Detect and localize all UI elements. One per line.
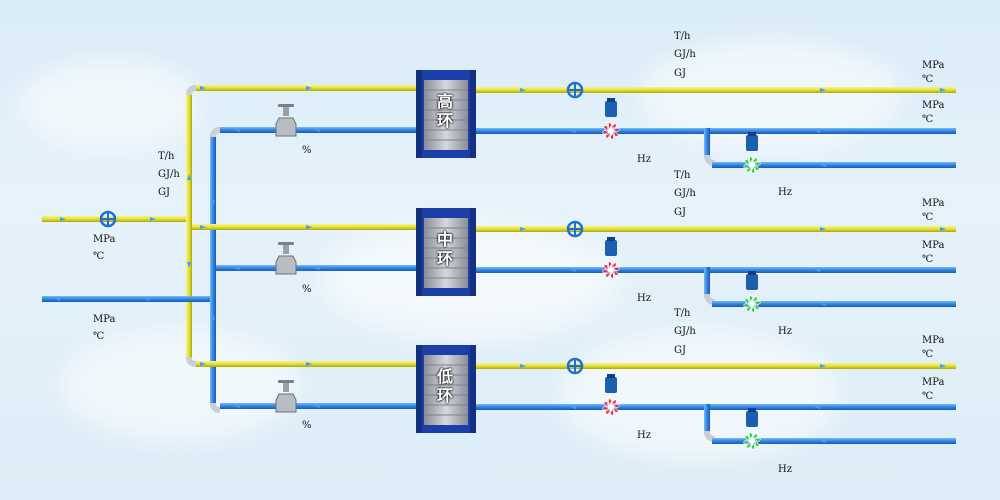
mid-heat-exchanger-icon[interactable] bbox=[416, 208, 476, 296]
low-flow-rate-unit: T/h bbox=[674, 308, 691, 319]
high-return-temp-unit: ℃ bbox=[922, 114, 934, 125]
primary-heat-total-unit: GJ bbox=[158, 187, 170, 198]
low-supply-temp-unit: ℃ bbox=[922, 349, 934, 360]
low-pump2-icon[interactable] bbox=[743, 408, 761, 450]
mid-pump1-freq-unit: Hz bbox=[637, 293, 651, 304]
inlet-supply-temp-unit: ℃ bbox=[93, 251, 105, 262]
low-return-temp-unit: ℃ bbox=[922, 391, 934, 402]
high-exchanger-label: 高环 bbox=[436, 92, 453, 130]
high-pump1-freq-unit: Hz bbox=[637, 154, 651, 165]
mid-valve-opening-unit: % bbox=[302, 284, 312, 295]
cloud-decoration bbox=[60, 330, 300, 440]
high-valve-opening-unit: % bbox=[302, 145, 312, 156]
low-exchanger-label: 低环 bbox=[436, 367, 453, 405]
mid-exchanger-label: 中环 bbox=[436, 230, 453, 268]
mid-flow-rate-unit: T/h bbox=[674, 170, 691, 181]
mid-return-pressure-unit: MPa bbox=[922, 240, 945, 251]
mid-pump2-icon[interactable] bbox=[743, 271, 761, 313]
high-control-valve-icon[interactable] bbox=[275, 104, 297, 137]
low-heat-exchanger-icon[interactable] bbox=[416, 345, 476, 433]
low-valve-opening-unit: % bbox=[302, 420, 312, 431]
mid-control-valve-icon[interactable] bbox=[275, 242, 297, 275]
high-heat-exchanger-icon[interactable] bbox=[416, 70, 476, 158]
primary-heat-rate-unit: GJ/h bbox=[158, 169, 180, 180]
low-pump2-freq-unit: Hz bbox=[778, 464, 792, 475]
high-heat-total-unit: GJ bbox=[674, 68, 686, 79]
mid-pump1-icon[interactable] bbox=[602, 237, 620, 279]
high-flow-rate-unit: T/h bbox=[674, 31, 691, 42]
high-return-pressure-unit: MPa bbox=[922, 100, 945, 111]
mid-heat-total-unit: GJ bbox=[674, 207, 686, 218]
high-supply-temp-unit: ℃ bbox=[922, 74, 934, 85]
cloud-decoration bbox=[20, 60, 200, 150]
low-supply-valve-icon[interactable] bbox=[566, 357, 584, 375]
high-supply-pressure-unit: MPa bbox=[922, 60, 945, 71]
low-supply-pressure-unit: MPa bbox=[922, 335, 945, 346]
inlet-supply-pressure-unit: MPa bbox=[93, 234, 116, 245]
mid-supply-valve-icon[interactable] bbox=[566, 220, 584, 238]
high-supply-valve-icon[interactable] bbox=[566, 81, 584, 99]
high-heat-rate-unit: GJ/h bbox=[674, 49, 696, 60]
high-pump2-freq-unit: Hz bbox=[778, 187, 792, 198]
flow-arrows bbox=[54, 86, 946, 443]
supply-riser-pipe bbox=[186, 92, 192, 360]
low-return-pressure-unit: MPa bbox=[922, 377, 945, 388]
high-pump1-icon[interactable] bbox=[602, 98, 620, 140]
mid-pump2-freq-unit: Hz bbox=[778, 326, 792, 337]
high-pump2-icon[interactable] bbox=[743, 132, 761, 174]
low-heat-rate-unit: GJ/h bbox=[674, 326, 696, 337]
primary-flow-rate-unit: T/h bbox=[158, 151, 175, 162]
mid-heat-rate-unit: GJ/h bbox=[674, 188, 696, 199]
low-heat-total-unit: GJ bbox=[674, 345, 686, 356]
low-pump1-icon[interactable] bbox=[602, 374, 620, 416]
mid-return-temp-unit: ℃ bbox=[922, 254, 934, 265]
low-control-valve-icon[interactable] bbox=[275, 380, 297, 413]
inlet-return-temp-unit: ℃ bbox=[93, 331, 105, 342]
mid-supply-temp-unit: ℃ bbox=[922, 212, 934, 223]
inlet-return-pressure-unit: MPa bbox=[93, 314, 116, 325]
low-pump1-freq-unit: Hz bbox=[637, 430, 651, 441]
return-riser-pipe bbox=[210, 134, 216, 406]
mid-supply-pressure-unit: MPa bbox=[922, 198, 945, 209]
inlet-return-pipe bbox=[42, 296, 214, 302]
inlet-valve-icon[interactable] bbox=[99, 210, 117, 228]
